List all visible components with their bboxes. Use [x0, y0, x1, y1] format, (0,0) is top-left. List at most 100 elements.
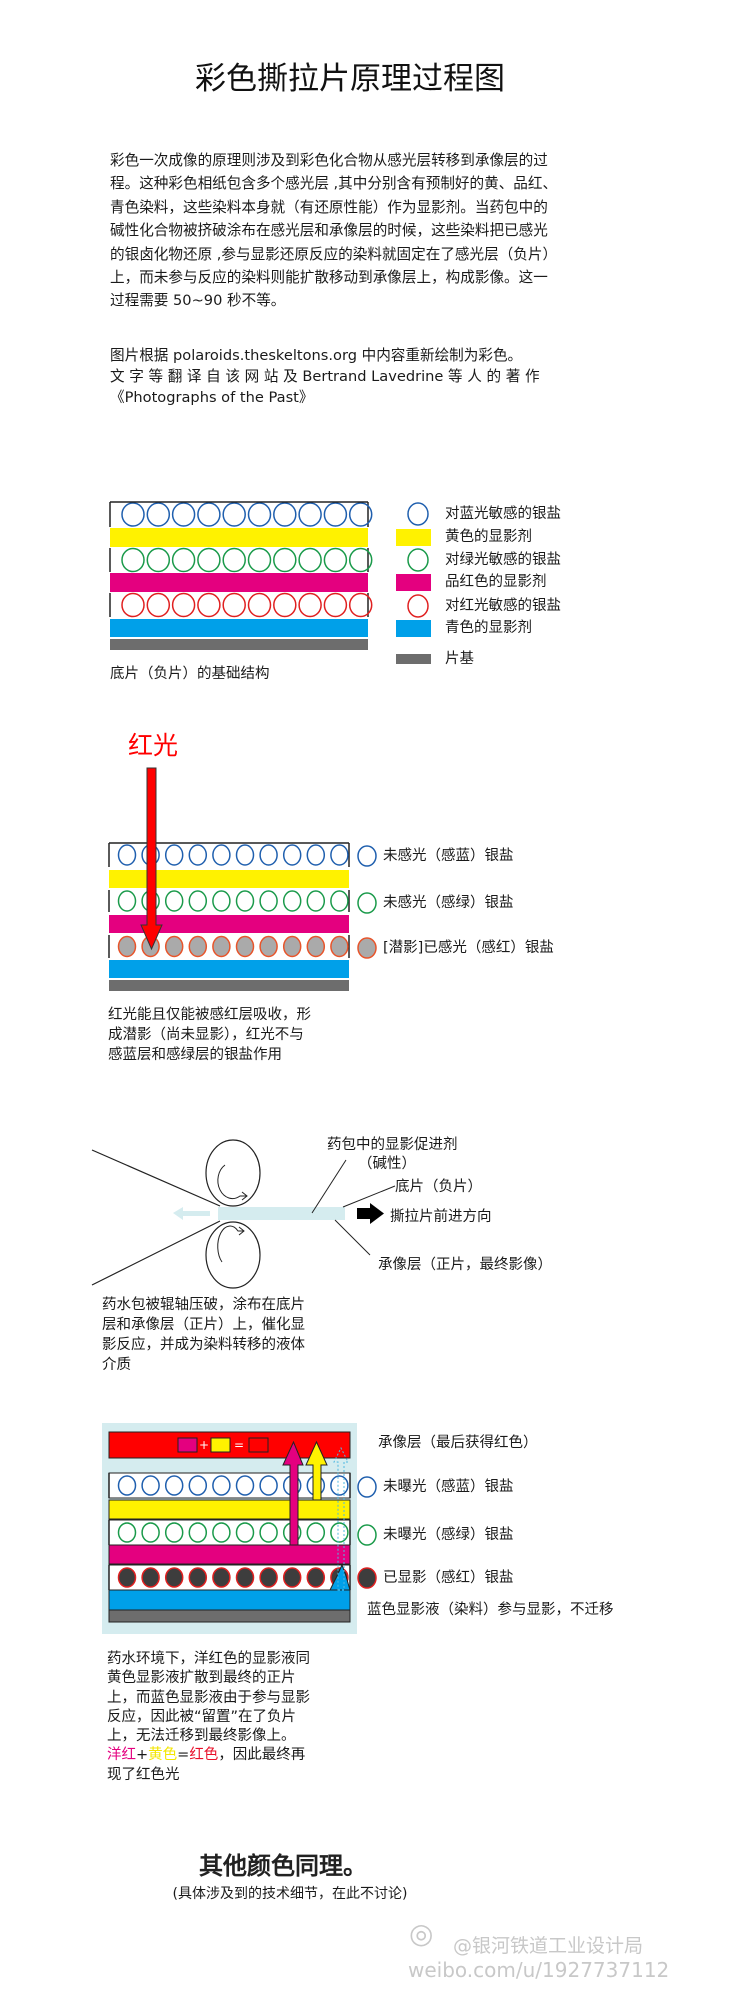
formula-red-swatch [248, 1437, 269, 1453]
silver-salt-grain [212, 890, 231, 912]
legend-green-salt-icon [407, 548, 429, 572]
reagent-leader-line [311, 1159, 347, 1214]
silver-salt-grain [117, 1475, 137, 1496]
silver-salt-grain [306, 935, 326, 958]
magenta-dye-layer [108, 1544, 351, 1565]
lower-roller [205, 1221, 261, 1289]
silver-salt-grain [197, 502, 221, 527]
film-sandwich [218, 1207, 345, 1220]
caption-formula-line: 洋红+黄色=红色，因此最终再 [107, 1746, 310, 1765]
legend-developed-red: 已显影（感红）银盐 [383, 1569, 514, 1586]
legend-red-salt: 对红光敏感的银盐 [445, 597, 561, 614]
magenta-dye-layer [109, 915, 349, 933]
legend-unexposed-blue: 未曝光（感蓝）银盐 [383, 1478, 514, 1495]
silver-salt-grain [259, 890, 278, 912]
film-base-layer [109, 980, 349, 991]
silver-salt-grain [330, 1522, 349, 1543]
reagent-sub-label: （碱性） [358, 1155, 416, 1172]
silver-salt-grain [171, 547, 196, 573]
silver-salt-grain [330, 935, 349, 958]
formula-magenta: 洋红 [107, 1747, 136, 1764]
cyan-dye-label: 蓝色显影液（染料）参与显影，不迁移 [367, 1601, 614, 1618]
silver-salt-grain [164, 1567, 184, 1588]
silver-salt-grain [282, 935, 302, 958]
silver-salt-grain [259, 844, 278, 866]
silver-salt-grain [164, 1475, 184, 1496]
silver-salt-grain [212, 1475, 231, 1496]
negative-label: 底片（负片） [395, 1178, 482, 1195]
formula-yellow: 黄色 [148, 1747, 178, 1764]
caption-line: 影反应，并成为染料转移的液体 [102, 1337, 305, 1353]
positive-leader-line [334, 1219, 371, 1256]
red-light-label: 红光 [128, 731, 179, 760]
silver-salt-grain [188, 1567, 208, 1588]
formula-red: 红色 [189, 1747, 219, 1764]
caption-line: 反应，因此被“留置”在了负片 [107, 1708, 297, 1725]
legend-green-salt-icon [357, 892, 377, 914]
silver-salt-grain [222, 547, 246, 573]
silver-salt-grain [273, 592, 297, 618]
silver-salt-grain [259, 935, 278, 958]
legend-unexposed-green: 未曝光（感绿）银盐 [383, 1526, 514, 1543]
silver-salt-layer [109, 890, 349, 912]
silver-salt-grain [164, 890, 184, 912]
magenta-migration-arrow [282, 1440, 304, 1546]
silver-salt-grain [273, 502, 297, 527]
legend-blue-salt-icon [357, 845, 377, 867]
legend-cyan-swatch [396, 620, 431, 637]
silver-salt-grain [164, 1522, 184, 1543]
legend-base-swatch [396, 654, 431, 664]
legend-blue-salt-icon [357, 1476, 377, 1498]
legend-film-base: 片基 [445, 650, 474, 667]
watermark-url: weibo.com/u/1927737112 [408, 1958, 670, 1982]
silver-salt-grain [298, 547, 322, 573]
magenta-dye-layer [110, 573, 368, 592]
caption-line: 介质 [102, 1357, 131, 1373]
silver-salt-grain [306, 890, 326, 912]
silver-salt-grain [197, 547, 221, 573]
cyan-dye-layer [108, 1589, 351, 1611]
legend-blue-salt: 对蓝光敏感的银盐 [445, 505, 561, 522]
silver-salt-grain [298, 592, 322, 618]
intro-paragraph: 彩色一次成像的原理则涉及到彩色化合物从感光层转移到承像层的过 程。这种彩色相纸包… [110, 149, 557, 313]
silver-salt-grain [117, 844, 137, 866]
silver-salt-grain [212, 1522, 231, 1543]
silver-salt-grain [235, 890, 255, 912]
caption-line: 红光能且仅能被感红层吸收，形 [108, 1007, 311, 1023]
silver-salt-grain [121, 502, 145, 527]
intro-line: 的银卤化物还原 ,参与显影还原反应的染料就固定在了感光层（负片） [110, 245, 558, 263]
cyan-dye-layer [109, 960, 349, 978]
intro-line: 程。这种彩色相纸包含多个感光层 ,其中分别含有预制好的黄、品红、 [110, 175, 558, 193]
silver-salt-grain [121, 592, 145, 618]
silver-salt-grain [164, 844, 184, 866]
silver-salt-grain [141, 1522, 160, 1543]
silver-salt-grain [235, 1522, 255, 1543]
upper-roller [205, 1139, 261, 1207]
legend-cyan-dye: 青色的显影剂 [445, 619, 532, 636]
legend-unexposed-green: 未感光（感绿）银盐 [383, 894, 514, 911]
silver-salt-grain [146, 502, 171, 527]
silver-salt-grain [235, 935, 255, 958]
legend-red-salt-icon [407, 594, 429, 618]
silver-salt-grain [348, 502, 373, 527]
direction-label: 撕拉片前进方向 [390, 1208, 492, 1225]
formula-rest: ，因此最终再 [218, 1747, 306, 1764]
silver-salt-grain [330, 844, 349, 866]
legend-blue-salt-icon [407, 502, 429, 526]
cyan-dye-layer [110, 619, 368, 637]
silver-salt-grain [282, 1567, 302, 1588]
silver-salt-grain [306, 1522, 326, 1543]
caption-line: 黄色显影液扩散到最终的正片 [107, 1670, 296, 1687]
watermark-handle: @银河铁道工业设计局 [453, 1935, 644, 1957]
silver-salt-grain [141, 1475, 160, 1496]
legend-magenta-dye: 品红色的显影剂 [445, 573, 547, 590]
lower-rotation-arrow-icon [217, 1225, 244, 1263]
silver-salt-grain [188, 1475, 208, 1496]
silver-salt-grain [259, 1522, 278, 1543]
silver-salt-grain [117, 935, 137, 958]
film-base-layer [108, 1609, 351, 1623]
caption-line: 药水包被辊轴压破，涂布在底片 [102, 1297, 305, 1313]
silver-salt-grain [282, 890, 302, 912]
silver-salt-grain [235, 844, 255, 866]
silver-salt-grain [247, 592, 272, 618]
